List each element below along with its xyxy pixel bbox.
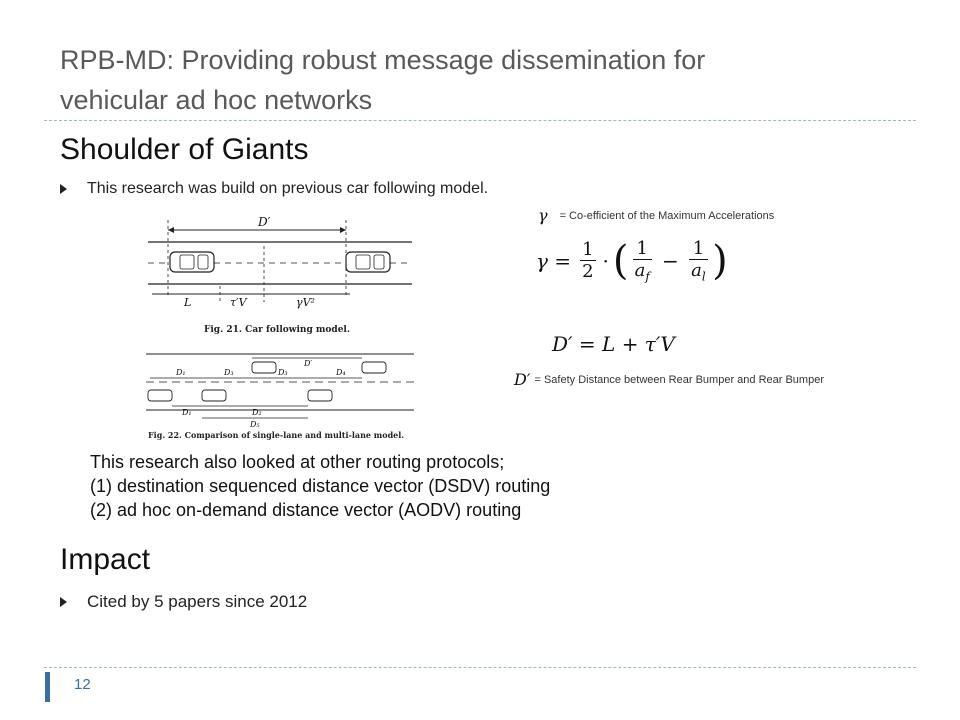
footer-accent-bar (45, 672, 50, 702)
dot-operator: · (602, 248, 609, 273)
frac-af-den-base: a (634, 260, 646, 281)
bullet-item-car-following: This research was build on previous car … (60, 180, 488, 198)
paren-open-icon: ( (612, 237, 629, 284)
frac-al-den-sub: l (701, 269, 706, 284)
frac-half-num: 1 (580, 239, 596, 262)
car-icon (251, 361, 277, 374)
para-line-3: (2) ad hoc on-demand distance vector (AO… (90, 500, 522, 520)
car-icon (361, 361, 387, 374)
slide-title-line-2: vehicular ad hoc networks (60, 85, 373, 115)
label-d4: D₄ (335, 368, 346, 377)
gamma-description: = Co-efficient of the Maximum Accelerati… (559, 209, 775, 222)
bullet-triangle-icon (60, 184, 67, 194)
frac-af-num: 1 (632, 238, 652, 260)
frac-al: 1 al (688, 238, 709, 284)
label-dprime-small: D′ (303, 359, 312, 368)
frac-af-den-sub: f (645, 269, 650, 284)
label-dprime: D′ (257, 215, 271, 229)
frac-al-num: 1 (688, 238, 709, 260)
frac-af: 1 af (632, 238, 652, 284)
car-icon (147, 389, 173, 402)
car-icon (345, 251, 391, 273)
dprime-equation: D′ = L + τ′V (552, 332, 675, 356)
page-number: 12 (74, 676, 91, 693)
frac-af-den: af (635, 260, 650, 284)
frac-al-den-base: a (691, 260, 702, 281)
label-d2: D₂ (251, 408, 262, 417)
gamma-lhs: γ = (536, 248, 572, 273)
dprime-definition: D′ = Safety Distance between Rear Bumper… (514, 370, 824, 389)
label-tau-v: τ′V (230, 296, 248, 309)
arrow-right-icon (340, 227, 346, 233)
label-d3-b: D₃ (277, 368, 288, 377)
label-d3: D₃ (223, 368, 234, 377)
car-following-figure: D′ L τ′V γV² Fig. 21. Car following mode… (146, 215, 414, 440)
paren-close-icon: ) (712, 237, 728, 284)
frac-al-den: al (691, 260, 706, 284)
footer-divider (44, 667, 916, 668)
label-d1: D₁ (175, 368, 186, 377)
para-line-1: This research also looked at other routi… (90, 452, 505, 472)
slide-title-line-1: RPB-MD: Providing robust message dissemi… (60, 45, 706, 75)
section-heading-impact: Impact (60, 543, 151, 576)
title-divider (44, 120, 916, 121)
car-icon (169, 251, 215, 273)
para-line-2: (1) destination sequenced distance vecto… (90, 476, 551, 496)
bullet-item-citations: Cited by 5 papers since 2012 (60, 592, 307, 612)
frac-half-den: 2 (582, 261, 594, 283)
frac-half: 1 2 (580, 239, 596, 283)
label-d1-b: D₁ (181, 408, 192, 417)
bullet-text: This research was build on previous car … (87, 180, 489, 197)
gamma-equation: γ = 1 2 · ( 1 af − 1 al ) (536, 238, 728, 284)
bullet-triangle-icon (60, 597, 67, 607)
fig22-caption: Fig. 22. Comparison of single-lane and m… (148, 430, 404, 440)
fig21-caption: Fig. 21. Car following model. (204, 325, 350, 335)
slide-title: RPB-MD: Providing robust message dissemi… (60, 40, 860, 120)
dprime-symbol: D′ (514, 370, 531, 389)
label-gamma-v2: γV² (296, 296, 315, 309)
label-L: L (183, 296, 191, 309)
arrow-left-icon (168, 227, 174, 233)
car-icon (307, 389, 333, 402)
gamma-symbol: γ (538, 206, 548, 225)
label-d5: D₅ (249, 420, 260, 429)
car-icon (201, 389, 227, 402)
minus-operator: − (661, 248, 679, 273)
dprime-description: = Safety Distance between Rear Bumper an… (534, 373, 824, 386)
bullet-text: Cited by 5 papers since 2012 (87, 592, 308, 611)
gamma-definition: γ = Co-efficient of the Maximum Accelera… (538, 206, 774, 225)
section-heading-shoulder-of-giants: Shoulder of Giants (60, 133, 309, 166)
routing-protocols-paragraph: This research also looked at other routi… (90, 450, 550, 522)
